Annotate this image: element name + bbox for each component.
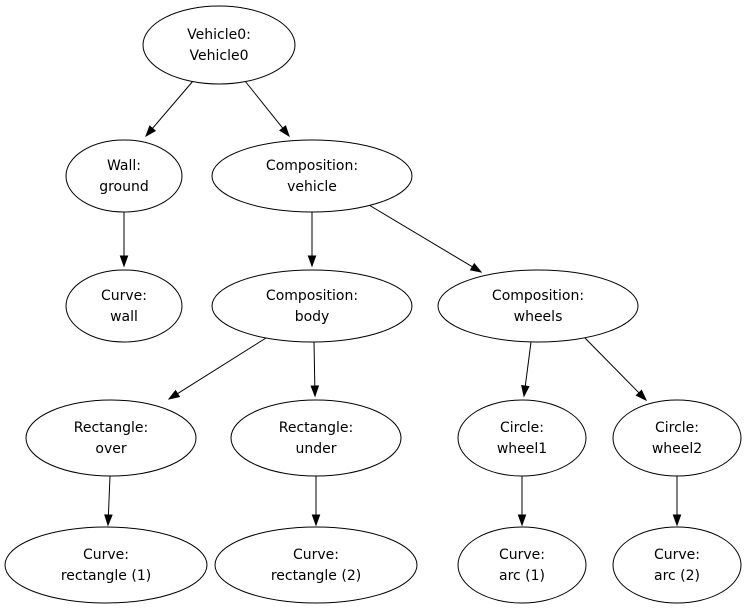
edge-line — [582, 335, 640, 394]
edge-line — [177, 337, 267, 395]
node-label-name: arc (1) — [499, 568, 545, 584]
node-ellipse[interactable] — [4, 526, 208, 604]
edge-line — [313, 341, 316, 387]
edge-vehicle0-to-vehicle — [244, 80, 290, 138]
edge-arrowhead — [517, 514, 527, 527]
node-ellipse[interactable] — [612, 399, 742, 477]
node-wheel1[interactable]: Circle: wheel1 — [457, 399, 587, 477]
node-over[interactable]: Rectangle: over — [25, 399, 197, 477]
node-wall[interactable]: Wall: ground — [65, 139, 183, 213]
node-label-type: Curve: — [654, 547, 700, 563]
edges-layer — [104, 80, 682, 527]
edge-vehicle0-to-wall — [145, 80, 194, 138]
node-label-type: Curve: — [83, 547, 129, 563]
node-label-name: rectangle (2) — [271, 568, 361, 584]
edge-wheel2-to-arc2 — [672, 476, 682, 527]
edge-under-to-rect2 — [311, 476, 321, 527]
edge-over-to-rect1 — [104, 475, 113, 527]
edge-body-to-under — [310, 341, 320, 398]
edge-line — [368, 204, 473, 268]
node-wheel2[interactable]: Circle: wheel2 — [612, 399, 742, 477]
node-wheels[interactable]: Composition: wheels — [437, 269, 639, 343]
node-label-name: rectangle (1) — [61, 568, 151, 584]
edge-arrowhead — [167, 389, 181, 400]
node-vehicle[interactable]: Composition: vehicle — [211, 139, 413, 213]
edge-arrowhead — [310, 385, 320, 398]
edge-line — [152, 80, 194, 129]
node-arc2[interactable]: Curve: arc (2) — [612, 526, 742, 604]
edge-wall-to-curvewall — [119, 212, 129, 268]
edge-arrowhead — [279, 125, 290, 138]
node-label-type: Circle: — [655, 420, 699, 436]
node-ellipse[interactable] — [437, 269, 639, 343]
edge-arrowhead — [469, 262, 483, 273]
node-ellipse[interactable] — [65, 269, 183, 343]
node-label-name: under — [295, 441, 336, 457]
node-ellipse[interactable] — [457, 399, 587, 477]
node-ellipse[interactable] — [142, 5, 296, 85]
node-vehicle0[interactable]: Vehicle0: Vehicle0 — [142, 5, 296, 85]
node-rect2[interactable]: Curve: rectangle (2) — [214, 526, 418, 604]
edge-arrowhead — [672, 514, 682, 527]
node-label-name: Vehicle0 — [190, 48, 249, 64]
edge-arrowhead — [521, 385, 530, 398]
node-ellipse[interactable] — [612, 526, 742, 604]
node-label-name: arc (2) — [654, 568, 700, 584]
node-ellipse[interactable] — [214, 526, 418, 604]
node-label-type: Curve: — [101, 288, 147, 304]
node-label-type: Rectangle: — [279, 420, 353, 436]
edge-wheels-to-wheel1 — [521, 341, 532, 398]
edge-arrowhead — [104, 514, 113, 527]
node-label-name: wheel2 — [652, 441, 702, 457]
node-label-name: wheel1 — [497, 441, 547, 457]
edge-arrowhead — [307, 255, 317, 268]
node-rect1[interactable]: Curve: rectangle (1) — [4, 526, 208, 604]
node-label-type: Rectangle: — [74, 420, 148, 436]
edge-wheel1-to-arc1 — [517, 476, 527, 527]
node-ellipse[interactable] — [211, 269, 413, 343]
node-label-name: vehicle — [287, 179, 337, 195]
node-ellipse[interactable] — [211, 139, 413, 213]
edge-arrowhead — [635, 389, 648, 402]
node-body[interactable]: Composition: body — [211, 269, 413, 343]
node-label-type: Curve: — [499, 547, 545, 563]
node-label-type: Vehicle0: — [187, 27, 251, 43]
node-label-name: wall — [110, 309, 138, 325]
edge-line — [107, 475, 111, 516]
edge-vehicle-to-body — [307, 212, 317, 268]
node-ellipse[interactable] — [457, 526, 587, 604]
nodes-layer: Vehicle0:Vehicle0Wall:groundComposition:… — [4, 5, 742, 604]
node-label-type: Curve: — [293, 547, 339, 563]
edge-arrowhead — [145, 125, 157, 138]
edge-line — [244, 80, 284, 129]
node-ellipse[interactable] — [25, 399, 197, 477]
edge-vehicle-to-wheels — [368, 204, 483, 273]
node-label-type: Circle: — [500, 420, 544, 436]
node-label-type: Composition: — [266, 158, 358, 174]
node-ellipse[interactable] — [230, 399, 402, 477]
node-under[interactable]: Rectangle: under — [230, 399, 402, 477]
edge-wheels-to-wheel2 — [582, 335, 648, 402]
node-arc1[interactable]: Curve: arc (1) — [457, 526, 587, 604]
edge-line — [524, 341, 532, 387]
edge-arrowhead — [119, 255, 129, 268]
node-curvewall[interactable]: Curve: wall — [65, 269, 183, 343]
node-label-name: ground — [99, 179, 149, 195]
node-ellipse[interactable] — [65, 139, 183, 213]
node-label-type: Composition: — [266, 288, 358, 304]
node-label-type: Wall: — [107, 158, 141, 174]
node-label-name: body — [295, 309, 330, 325]
edge-arrowhead — [311, 514, 321, 527]
node-label-type: Composition: — [492, 288, 584, 304]
edge-body-to-over — [167, 337, 267, 400]
node-label-name: over — [95, 441, 126, 457]
node-label-name: wheels — [514, 309, 563, 325]
